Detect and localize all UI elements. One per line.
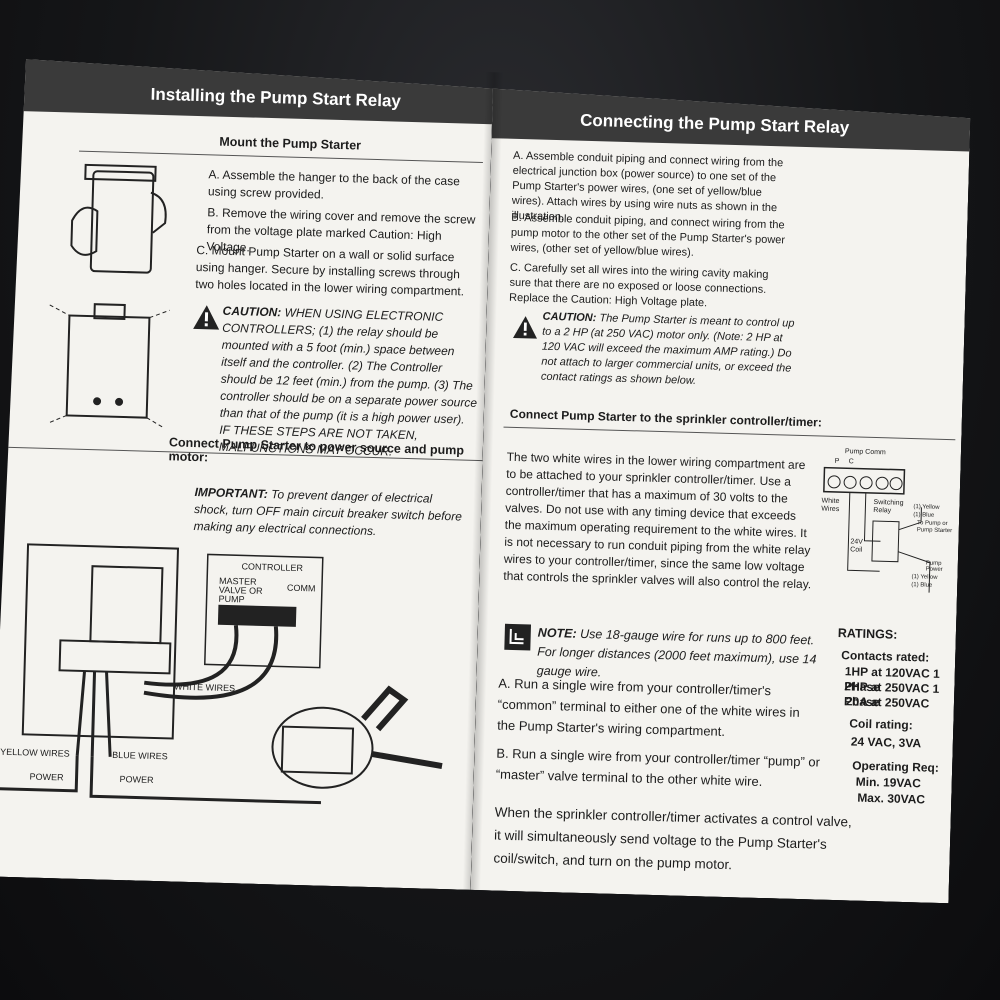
relay-mount-illustration [36,295,180,439]
blue-2-label: (1) Blue [911,582,933,589]
run-step-b: B. Run a single wire from your controlle… [495,745,821,789]
section-divider [503,427,955,441]
blue-wires-label: BLUE WIRES [112,749,168,762]
power-label-1: POWER [29,771,64,783]
mount-section-title: Mount the Pump Starter [219,134,362,153]
pump-power-label: Pump Power [925,560,943,573]
right-page-title: Connecting the Pump Start Relay [579,110,850,138]
note-label: NOTE: [537,625,577,641]
ratings-title: RATINGS: [837,626,898,642]
terminal-c-label: C [848,458,854,466]
caution-label: CAUTION: [222,303,282,320]
connect-step-b: B. Assemble conduit piping, and connect … [510,211,786,259]
instruction-booklet: Installing the Pump Start Relay Mount th… [0,59,971,903]
contacts-rating-3: 20A at 250VAC [845,694,930,711]
caution-label: CAUTION: [542,310,597,325]
left-page: Installing the Pump Start Relay Mount th… [0,59,493,890]
run-step-a: A. Run a single wire from your controlle… [496,675,800,739]
coil-label: Coil rating: [849,716,913,733]
blue-1-label: (1) Blue [913,512,935,519]
important-label: IMPORTANT: [194,485,269,502]
operating-min: Min. 19VAC [855,774,922,791]
note-text: Use 18-gauge wire for runs up to 800 fee… [536,626,817,680]
caution-text: WHEN USING ELECTRONIC CONTROLLERS; (1) t… [218,305,478,459]
mount-step-c: C. Mount Pump Starter on a wall or solid… [195,242,465,299]
comm-label: COMM [286,582,316,594]
relay-hanger-illustration [60,160,173,283]
note-icon [503,623,532,652]
master-valve-label: MASTER VALVE OR PUMP [218,575,263,605]
power-label-2: POWER [119,774,154,785]
mount-step-a: A. Assemble the hanger to the back of th… [207,167,461,202]
white-wires-label: White Wires [821,497,840,514]
to-pump-label: To Pump or Pump Starter [916,520,953,535]
pump-comm-label: Pump Comm [844,448,886,457]
connect-controller-text: The two white wires in the lower wiring … [503,449,812,592]
warning-icon [512,315,539,340]
switching-relay-label: Switching Relay [873,498,904,515]
relay-schematic [819,450,961,604]
section-divider [79,151,483,163]
left-page-title: Installing the Pump Start Relay [150,84,402,111]
closing-paragraph: When the sprinkler controller/timer acti… [493,804,852,873]
connect-controller-title: Connect Pump Starter to the sprinkler co… [509,406,823,430]
right-page: Connecting the Pump Start Relay A. Assem… [471,72,972,903]
yellow-wires-label: YELLOW WIRES [0,746,70,759]
important-note: IMPORTANT: To prevent danger of electric… [193,484,469,543]
operating-label: Operating Req: [852,758,940,775]
connect-caution: CAUTION: The Pump Starter is meant to co… [541,310,801,392]
terminal-p-label: P [834,457,840,466]
coil-rating: 24 VAC, 3VA [850,734,922,751]
connect-step-c: C. Carefully set all wires into the wiri… [508,261,769,310]
right-page-header: Connecting the Pump Start Relay [492,86,971,151]
warning-icon [192,304,221,331]
wiring-illustration [0,539,468,822]
coil-label: 24V Coil [850,538,864,554]
operating-max: Max. 30VAC [857,790,926,807]
yellow-2-label: (1) Yellow [911,574,938,581]
contacts-label: Contacts rated: [841,648,930,665]
white-wires-label: WHITE WIRES [174,681,236,694]
yellow-1-label: (1) Yellow [913,504,940,511]
controller-label: CONTROLLER [241,561,304,574]
